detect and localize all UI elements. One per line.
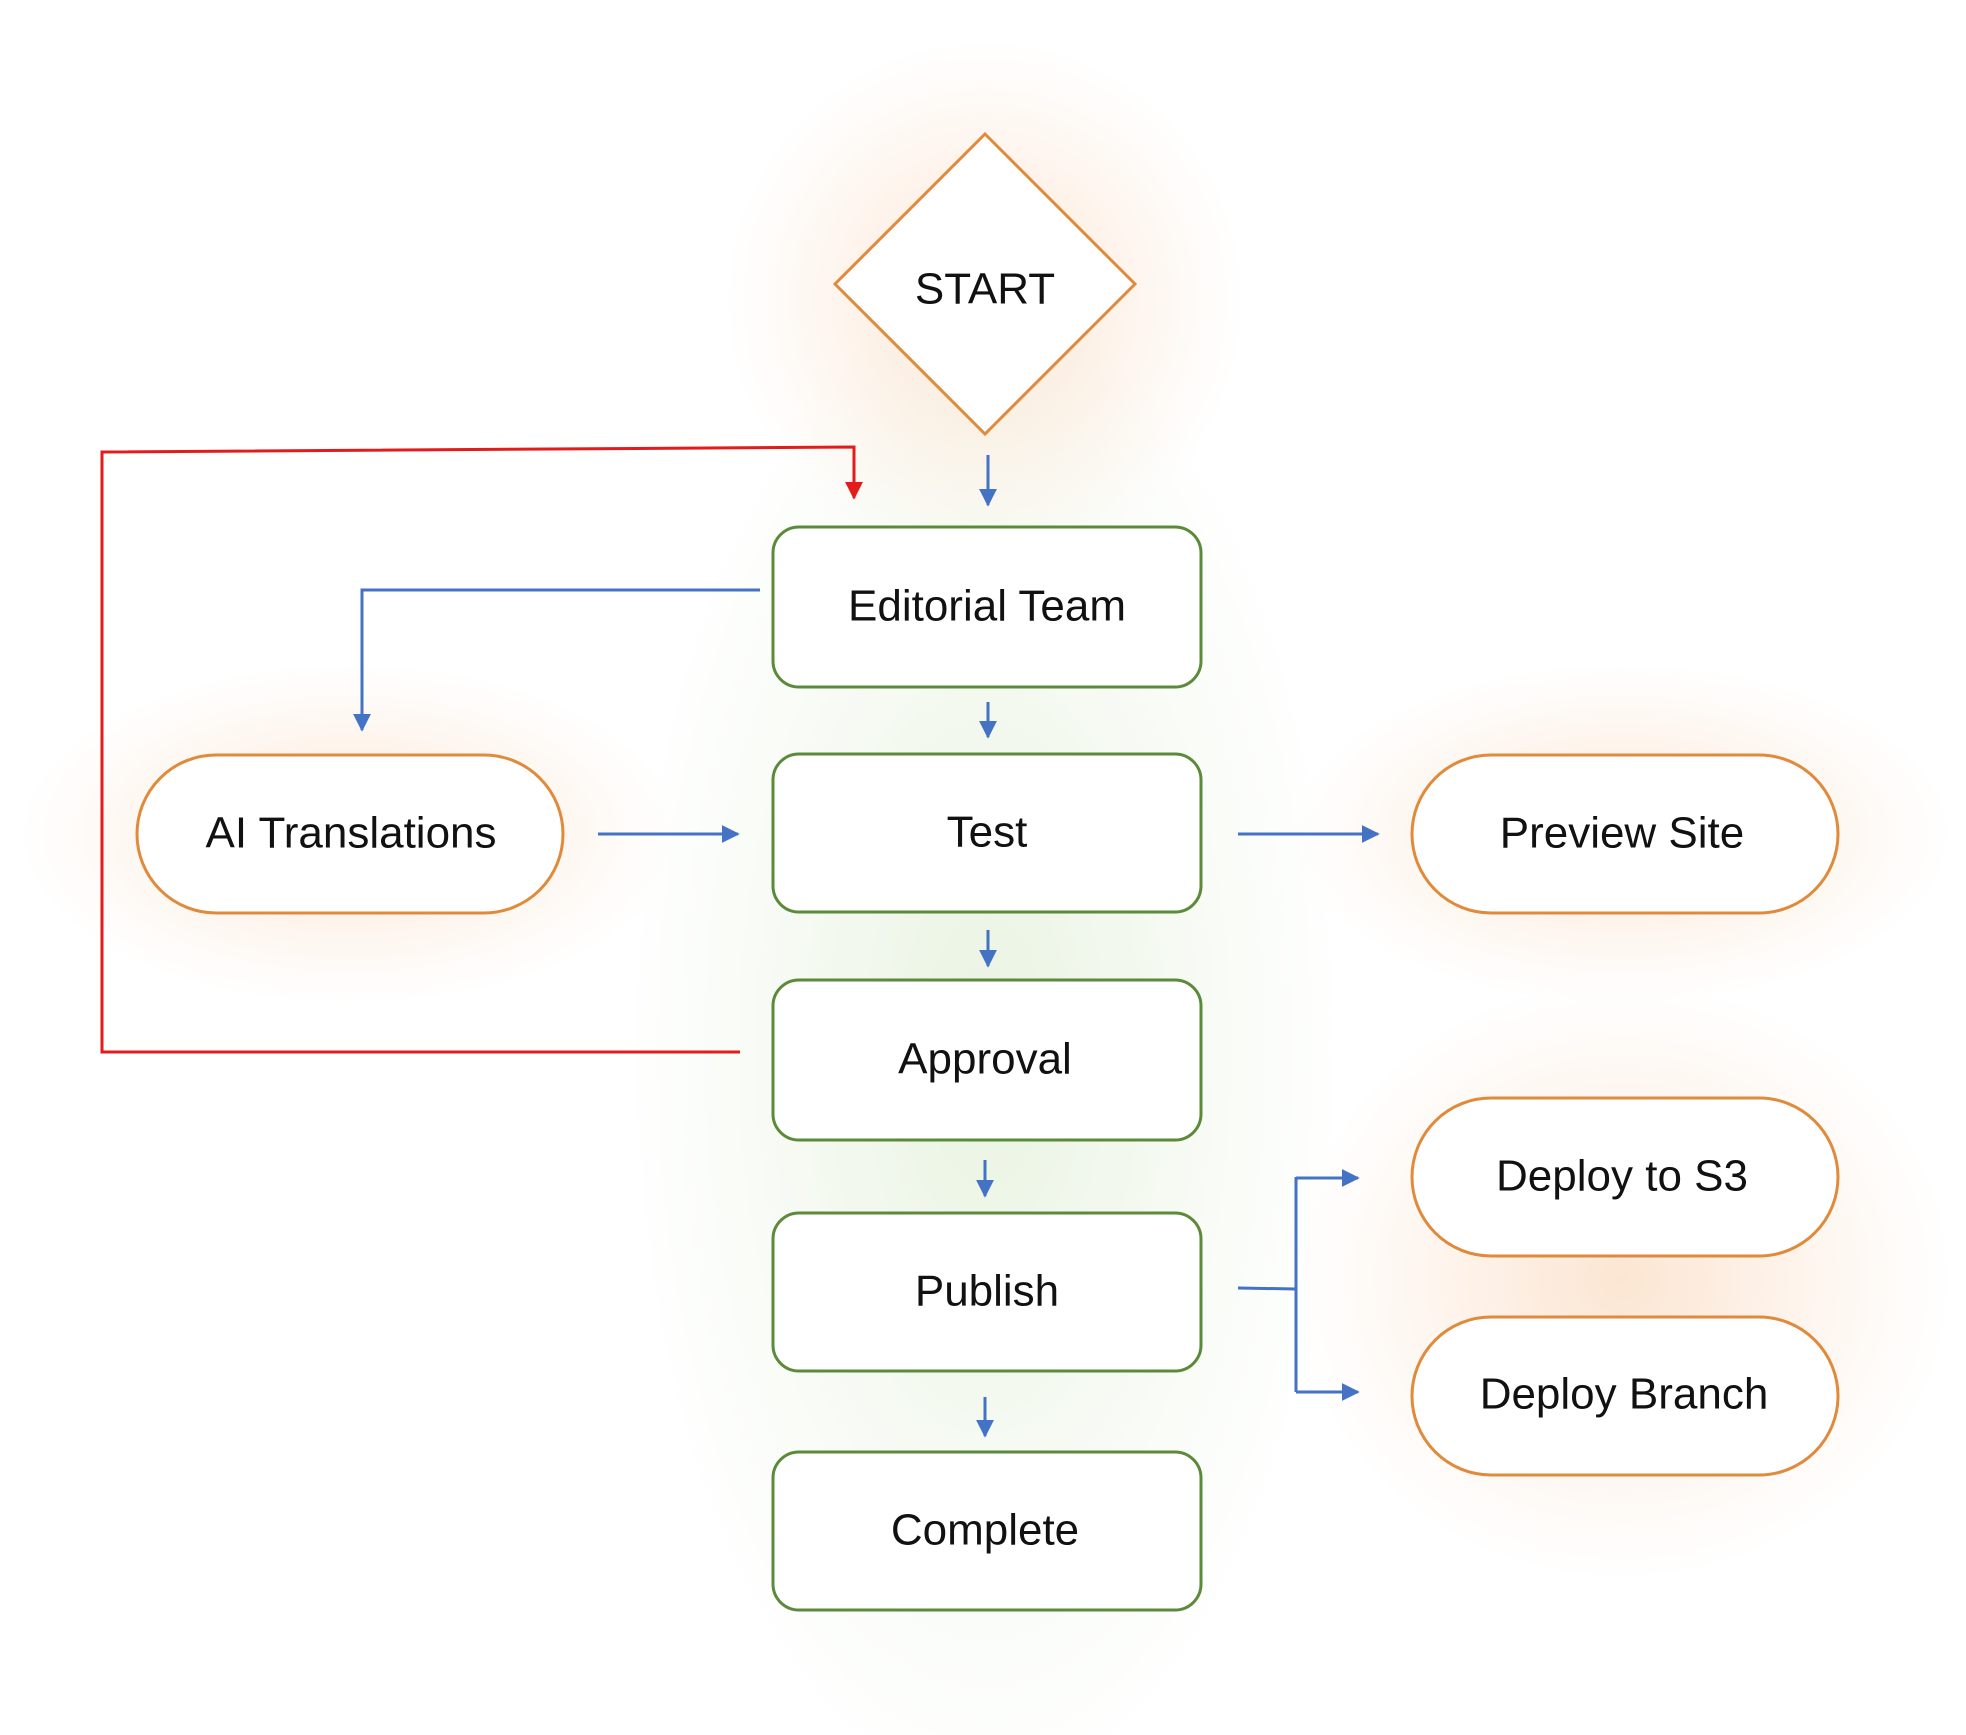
editorial-team-label: Editorial Team: [848, 582, 1126, 631]
deploy-branch-label: Deploy Branch: [1480, 1370, 1769, 1419]
test-label: Test: [947, 808, 1028, 857]
deploy-branch-node: Deploy Branch: [1410, 1315, 1840, 1477]
approval-label: Approval: [898, 1035, 1072, 1084]
test-node: Test: [771, 752, 1203, 914]
publish-label: Publish: [915, 1267, 1059, 1316]
preview-site-node: Preview Site: [1410, 753, 1840, 915]
arrow-editorial-to-ai-translations: [353, 588, 760, 732]
arrow-approval-back-to-editorial: [100, 445, 863, 1054]
deploy-s3-node: Deploy to S3: [1410, 1096, 1840, 1258]
ai-translations-label: AI Translations: [205, 809, 496, 858]
flow-arrows: [353, 455, 1380, 1438]
feedback-arrow: [100, 445, 863, 1054]
deploy-s3-label: Deploy to S3: [1496, 1152, 1748, 1201]
editorial-team-node: Editorial Team: [771, 525, 1203, 689]
preview-site-label: Preview Site: [1500, 809, 1745, 858]
connector-publish-to-branch: [1237, 1286, 1297, 1291]
start-label: START: [915, 265, 1055, 314]
complete-label: Complete: [891, 1506, 1079, 1555]
ai-translations-node: AI Translations: [135, 753, 565, 915]
approval-node: Approval: [771, 978, 1203, 1142]
start-node: START: [832, 131, 1138, 437]
publish-node: Publish: [771, 1211, 1203, 1373]
complete-node: Complete: [771, 1450, 1203, 1612]
